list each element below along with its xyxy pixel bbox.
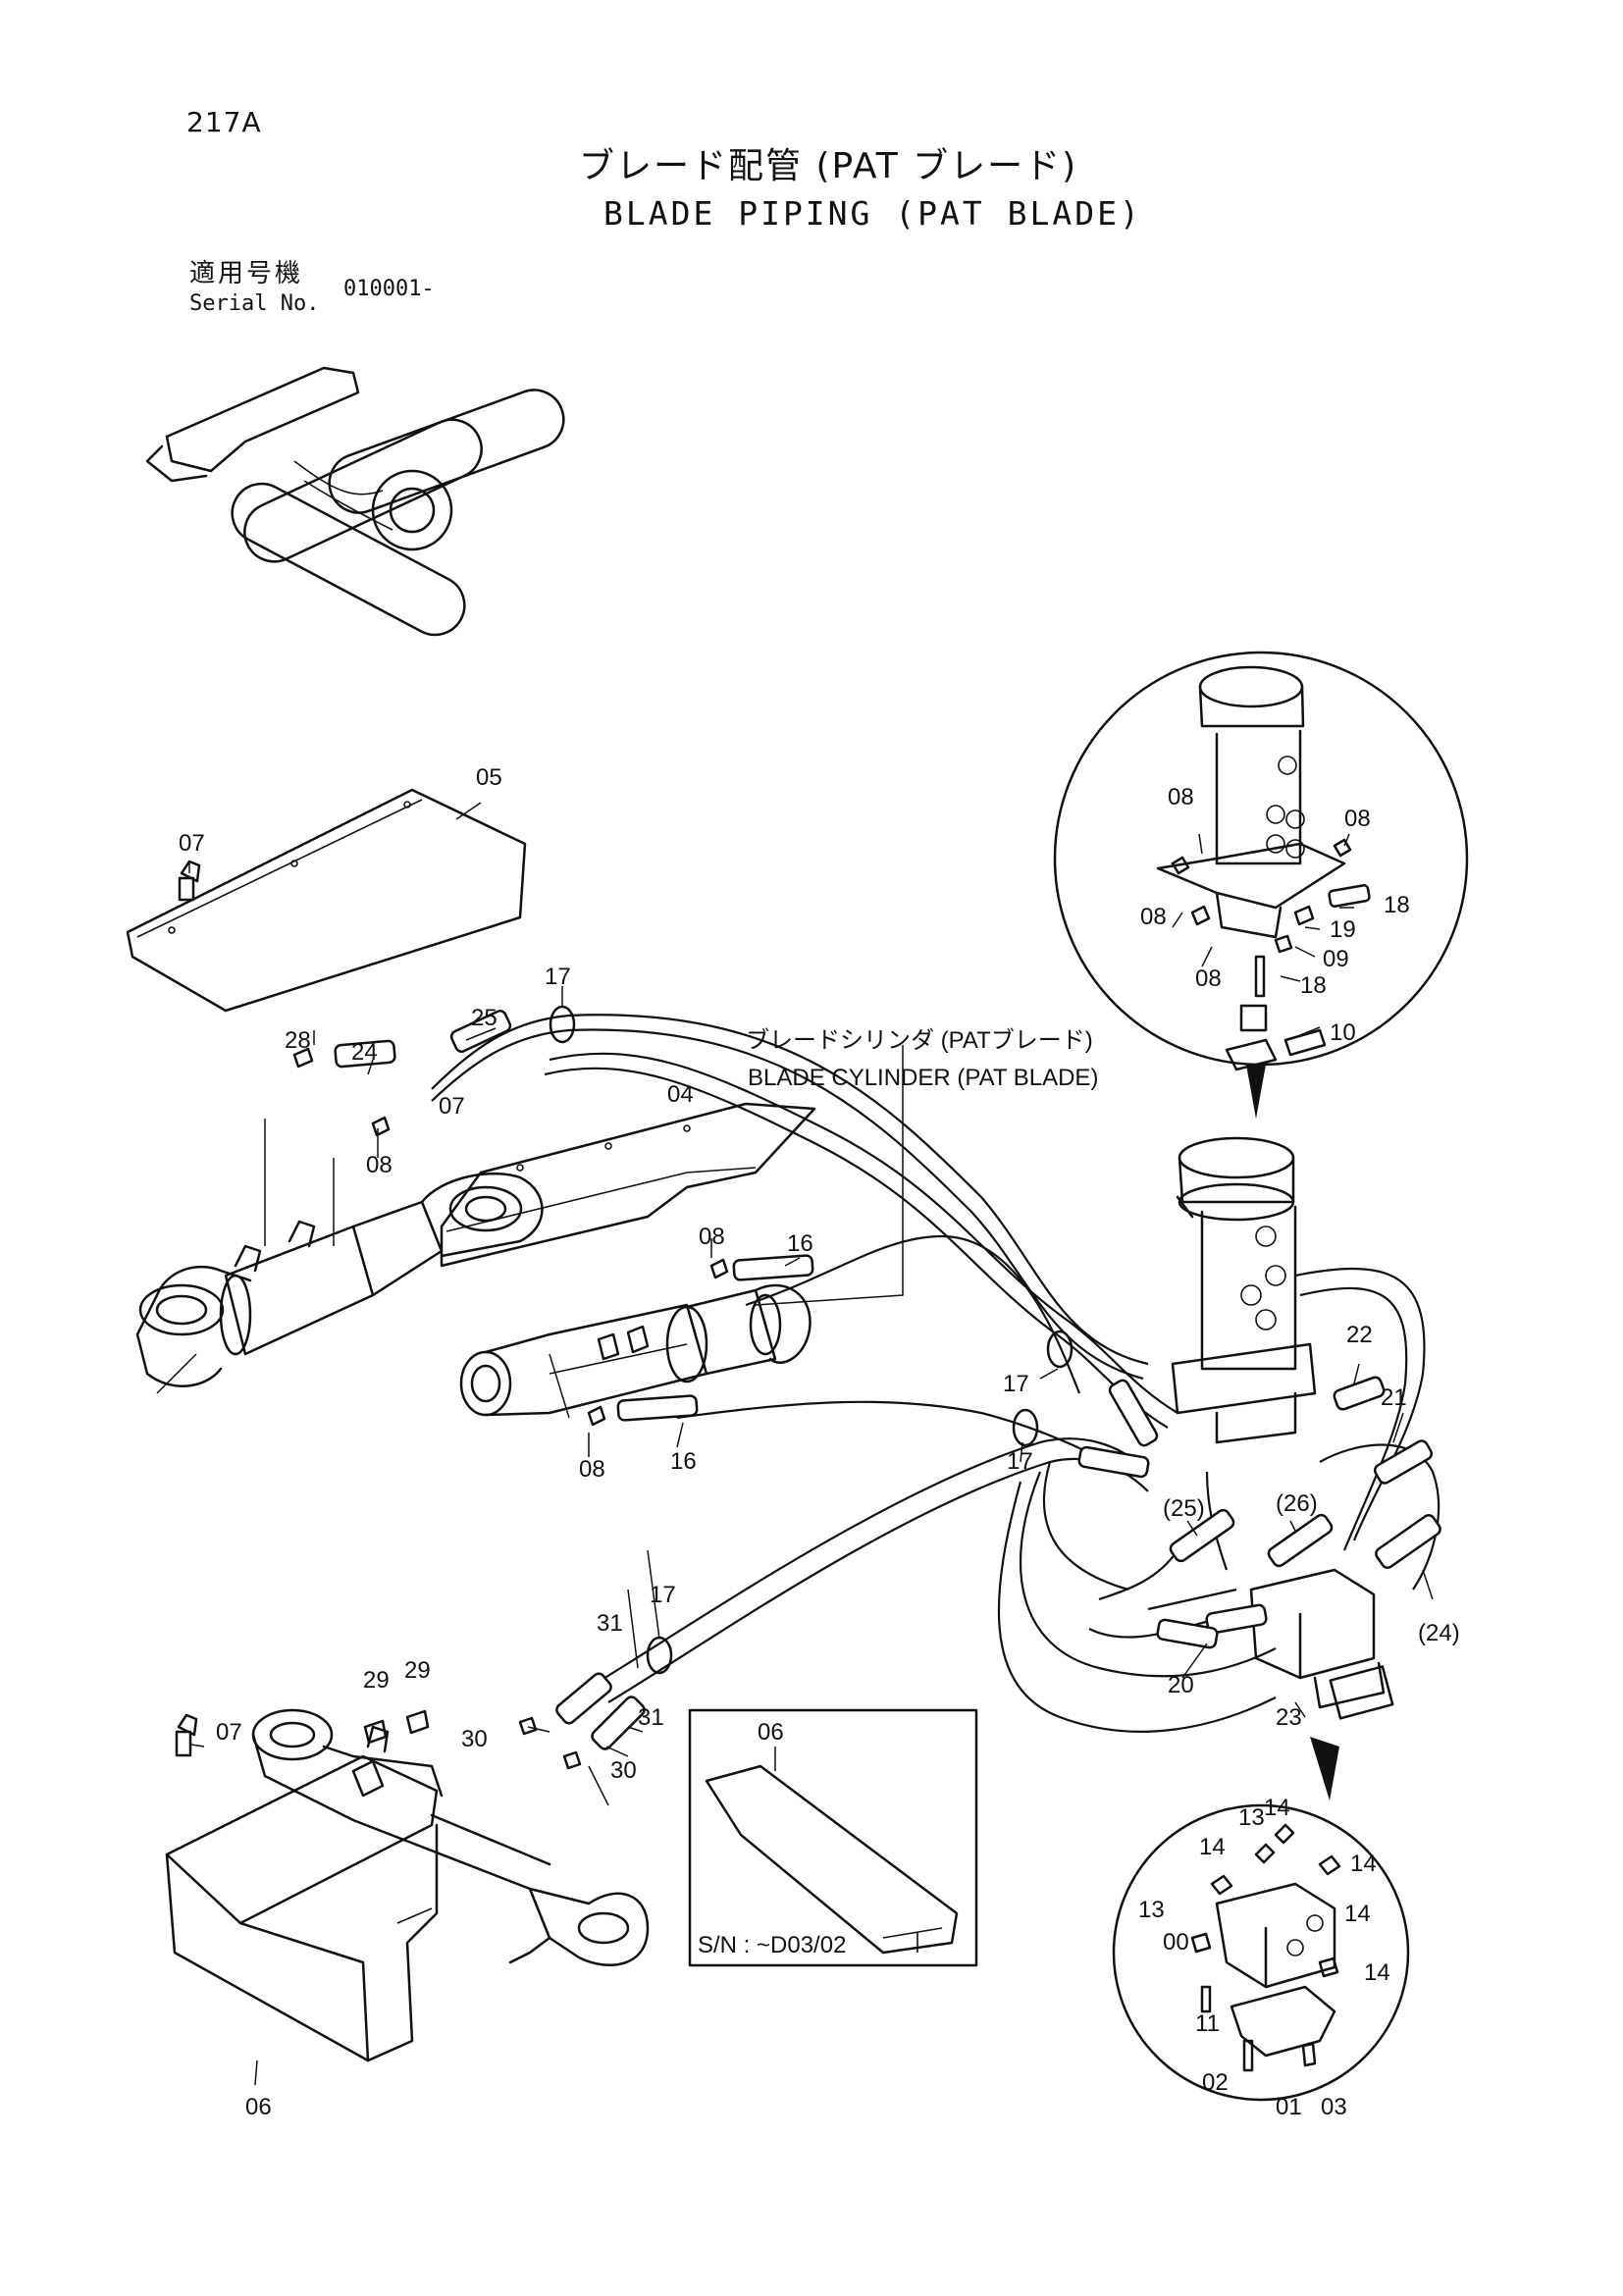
part-number-label: 00 [1163,1929,1189,1956]
part-number-labels: 05 07 17 25 28 24 08 04 07 08 16 16 08 17 17 22 21 (25) (2… [179,764,1460,2120]
part-number-label: 18 [1384,892,1410,918]
part-number-label: 08 [366,1152,393,1178]
part-number-label: 06 [245,2094,272,2120]
part-number-label: 14 [1350,1851,1377,1877]
part-number-label: 16 [787,1230,813,1257]
part-number-label: 10 [1330,1019,1356,1046]
part-number-label: (25) [1163,1495,1205,1522]
part-number-label: 29 [363,1667,390,1694]
inset-box-06 [688,1708,978,1967]
part-number-label: 04 [667,1081,694,1108]
part-number-label: 08 [579,1456,605,1483]
guard-plate-04 [440,1102,816,1268]
part-number-label: 17 [545,964,571,990]
part-number-label: 21 [1381,1384,1407,1411]
part-number-label: (26) [1276,1490,1318,1517]
part-number-label: (24) [1418,1620,1460,1646]
part-number-label: 29 [404,1657,431,1684]
part-number-label: 31 [638,1704,664,1731]
part-number-label: 06 [758,1719,784,1746]
part-number-label: 08 [1344,806,1371,832]
valve-block-center [1249,1568,1394,1720]
detail-pointer-arrow [1246,1065,1266,1119]
upper-blade-cylinder [135,1172,544,1387]
hydraulic-hoses [431,1014,1440,1733]
cylinder-callout: BLADE CYLINDER (PAT BLADE) [748,1065,1098,1091]
part-number-label: 05 [476,764,502,791]
part-number-label: 31 [597,1610,623,1637]
leader-lines [156,802,1434,2086]
serial-label: Serial No. [189,291,320,316]
page-title-japanese: ブレード配管 (PAT ブレード) [579,146,1078,186]
part-number-label: 03 [1321,2094,1347,2120]
inset-serial-range: S/N : ~D03/02 [698,1932,846,1958]
part-number-label: 18 [1300,972,1327,999]
part-number-label: 13 [1138,1897,1165,1923]
part-number-label: 07 [179,830,205,857]
part-number-label: 30 [610,1757,637,1784]
part-number-label: 24 [351,1039,378,1066]
cover-plate-05 [126,788,527,1013]
guard-plate-06 [165,1709,439,2062]
serial-label-japanese: 適用号機 [189,259,304,288]
part-number-label: 25 [471,1005,497,1031]
part-number-label: 07 [216,1719,242,1746]
cylinder-callout-jp: ブレードシリンダ (PATブレード) [746,1027,1093,1054]
part-number-label: 17 [1003,1371,1029,1397]
page-code: 217A [186,106,262,138]
machine-overview-drawing [145,366,565,637]
part-number-label: 16 [670,1448,697,1475]
part-number-label: 08 [1168,784,1194,810]
part-number-label: 02 [1202,2069,1229,2096]
part-number-label: 08 [1140,904,1167,930]
part-number-label: 14 [1364,1959,1390,1986]
part-number-label: 07 [439,1093,465,1120]
part-number-label: 20 [1168,1672,1194,1698]
lower-blade-cylinder [251,1708,650,1966]
part-number-label: 11 [1195,2010,1220,2037]
detail-pointer-arrow-2 [1310,1737,1339,1800]
part-number-label: 09 [1323,946,1349,972]
part-number-label: 13 [1238,1804,1265,1831]
serial-number: 010001- [343,277,435,301]
part-number-label: 22 [1346,1322,1373,1348]
part-number-label: 14 [1199,1834,1226,1860]
part-number-label: 19 [1330,916,1356,943]
part-number-label: 14 [1344,1901,1371,1927]
detail-circle-swivel [1053,651,1469,1071]
page-title: BLADE PIPING (PAT BLADE) [603,194,1142,233]
part-number-label: 01 [1276,2094,1302,2120]
part-number-label: 23 [1276,1704,1302,1731]
part-number-label: 08 [1195,965,1222,992]
part-number-label: 17 [1007,1448,1033,1475]
part-number-label: 14 [1264,1795,1290,1821]
detail-circle-valve [1112,1803,1410,2102]
part-number-label: 17 [650,1582,676,1608]
swivel-joint-center [1171,1136,1317,1444]
part-number-label: 30 [461,1726,488,1752]
part-number-label: 08 [699,1224,725,1250]
part-number-label: 28 [285,1027,311,1054]
hose-fittings [292,1005,1441,1770]
blade-cylinder-middle [459,1283,812,1417]
